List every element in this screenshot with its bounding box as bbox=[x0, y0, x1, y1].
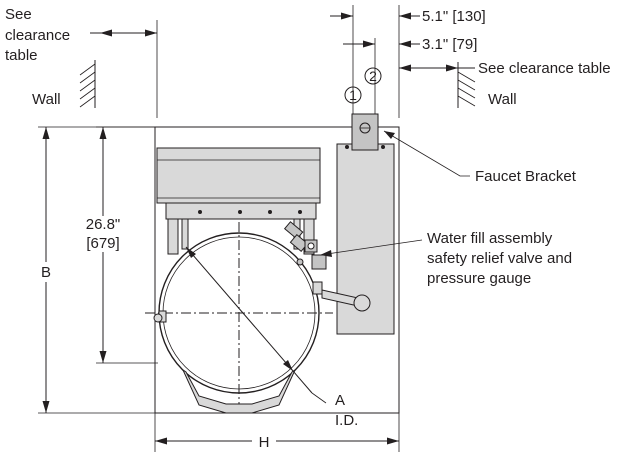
dim-a-arrow-top bbox=[186, 247, 196, 258]
wall-hatch bbox=[79, 71, 96, 84]
water-fill-label-line-3: pressure gauge bbox=[427, 270, 531, 287]
tilt-handle-knob bbox=[353, 294, 371, 312]
water-fill-label-line-2: safety relief valve and bbox=[427, 250, 572, 267]
dim-b-label: B bbox=[41, 264, 51, 281]
dim-26-8-arrow-bottom bbox=[99, 351, 107, 363]
faucet-bracket-label: Faucet Bracket bbox=[475, 168, 577, 185]
dim-3-1-arrow-left bbox=[363, 40, 375, 48]
relief-valve bbox=[311, 254, 327, 270]
wall-hatch bbox=[457, 87, 476, 99]
dim-b-arrow-top bbox=[42, 127, 50, 139]
dim-h-label: H bbox=[259, 434, 270, 451]
water-fill-callout: Water fill assembly safety relief valve … bbox=[319, 230, 572, 287]
bowl-pivot-left-knob bbox=[153, 313, 163, 323]
wall-hatch bbox=[79, 63, 96, 76]
see-clearance-left-line-2: clearance bbox=[5, 27, 70, 44]
wall-hatch bbox=[457, 95, 476, 107]
kettle-leg-left bbox=[167, 218, 179, 255]
wall-hatch bbox=[79, 95, 96, 108]
faucet-bracket bbox=[351, 113, 379, 151]
kettle-assembly bbox=[145, 113, 395, 414]
water-fill-arrow bbox=[320, 250, 332, 257]
dimension-26-8: 26.8" [679] bbox=[86, 126, 158, 364]
footprint-outline bbox=[154, 126, 400, 414]
bracket-bolt bbox=[381, 145, 385, 149]
wall-hatch bbox=[457, 71, 476, 83]
wall-right-label: Wall bbox=[488, 91, 517, 108]
dimension-h: H bbox=[154, 413, 400, 452]
callout-1-circle bbox=[344, 86, 362, 104]
water-fill-label-line-1: Water fill assembly bbox=[427, 230, 553, 247]
dim-3-1-arrow-right bbox=[399, 40, 411, 48]
clearance-right-arrow bbox=[399, 64, 411, 72]
dim-b-arrow-bottom bbox=[42, 401, 50, 413]
wall-right: Wall bbox=[457, 62, 517, 108]
bracket-bolt bbox=[345, 145, 349, 149]
wall-left-label: Wall bbox=[32, 91, 61, 108]
dimension-a: A I.D. bbox=[185, 246, 358, 429]
pressure-gauge-face bbox=[307, 242, 315, 250]
fill-fitting bbox=[296, 258, 304, 266]
dim-26-8-inch-label: 26.8" bbox=[86, 216, 121, 233]
kettle-back-housing bbox=[156, 147, 321, 204]
see-clearance-left: See clearance table bbox=[5, 6, 158, 118]
dim-5-1-label: 5.1" [130] bbox=[422, 8, 486, 25]
kettle-leg-right bbox=[303, 218, 315, 255]
callout-2-label: 2 bbox=[369, 68, 377, 84]
rail-bolt bbox=[268, 210, 272, 214]
dim-h-arrow-left bbox=[155, 437, 167, 445]
kettle-leg-left-inner bbox=[181, 218, 189, 250]
dim-h-arrow-right bbox=[387, 437, 399, 445]
wall-hatch bbox=[79, 87, 96, 100]
faucet-bracket-arrow bbox=[384, 131, 395, 139]
rail-bolt bbox=[238, 210, 242, 214]
dim-5-1-arrow-left bbox=[341, 12, 353, 20]
callout-1-label: 1 bbox=[349, 87, 357, 103]
wall-left: Wall bbox=[32, 60, 96, 108]
dim-3-1-label: 3.1" [79] bbox=[422, 36, 477, 53]
rail-bolt bbox=[198, 210, 202, 214]
clearance-right-arrow-2 bbox=[446, 64, 458, 72]
clearance-left-arrow bbox=[100, 29, 112, 37]
fill-valve-1 bbox=[283, 221, 304, 240]
dim-a-sublabel: I.D. bbox=[335, 412, 358, 429]
faucet-bracket-callout: Faucet Bracket bbox=[383, 130, 577, 185]
clearance-left-arrow-2 bbox=[145, 29, 157, 37]
bowl-pivot-right bbox=[312, 281, 323, 295]
wall-hatch bbox=[457, 79, 476, 91]
bowl-pour-lip bbox=[181, 368, 297, 414]
callout-2-circle bbox=[364, 67, 382, 85]
see-clearance-left-line-3: table bbox=[5, 47, 38, 64]
rail-bolt bbox=[298, 210, 302, 214]
dim-a-label: A bbox=[335, 392, 345, 409]
fill-valve-2 bbox=[289, 233, 309, 253]
callouts: 1 2 bbox=[344, 67, 382, 104]
top-right-dimensions: 5.1" [130] 3.1" [79] See clearance table bbox=[330, 5, 611, 118]
dimension-b: B bbox=[38, 126, 155, 414]
water-fill-assembly bbox=[283, 221, 327, 270]
water-fill-leader bbox=[319, 239, 423, 256]
see-clearance-right-label: See clearance table bbox=[478, 60, 611, 77]
wall-hatch bbox=[79, 79, 96, 92]
see-clearance-left-line-1: See bbox=[5, 6, 32, 23]
dim-a-leader bbox=[311, 392, 327, 404]
dim-26-8-arrow-top bbox=[99, 127, 107, 139]
faucet-bracket-leader bbox=[383, 130, 470, 177]
dim-a-arrow-bottom bbox=[283, 360, 293, 371]
dim-5-1-arrow-right bbox=[399, 12, 411, 20]
dim-26-8-mm-label: [679] bbox=[86, 235, 119, 252]
